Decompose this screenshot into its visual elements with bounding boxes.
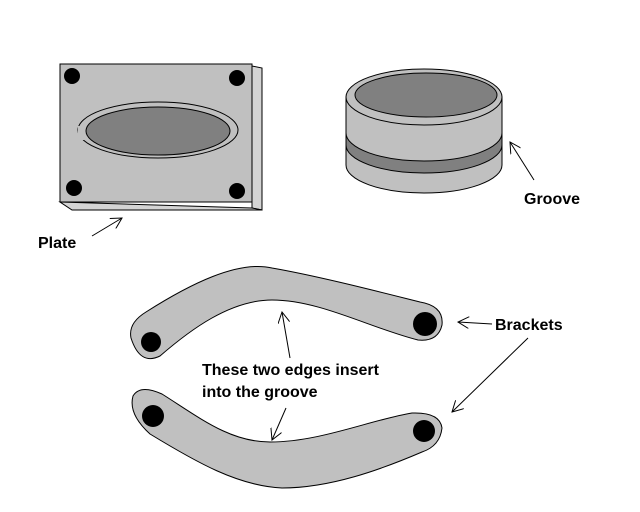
brackets-arrow-upper — [458, 322, 493, 324]
plate-bolt-hole — [229, 70, 245, 86]
edges-note-line1: These two edges insert — [202, 362, 380, 379]
plate-side-face — [251, 65, 263, 211]
bracket-hole — [142, 405, 164, 427]
plate-arrow — [91, 218, 122, 237]
cylinder-groove-band — [345, 132, 503, 174]
brackets-arrow-lower — [452, 337, 529, 412]
bracket-hole — [141, 332, 161, 352]
edges-note-line2: into the groove — [202, 384, 318, 401]
plate-label: Plate — [38, 235, 76, 252]
groove-arrow — [510, 142, 535, 181]
plate-groove-lip — [78, 126, 84, 140]
plate-recess — [85, 106, 231, 156]
groove-label: Groove — [524, 191, 580, 208]
plate-bottom-face — [58, 201, 263, 211]
plate-bolt-hole — [64, 68, 80, 84]
edge-arrow-lower — [272, 407, 287, 440]
plate-bolt-hole — [66, 180, 82, 196]
plate-drawing — [58, 63, 263, 211]
plate-bolt-hole — [229, 183, 245, 199]
edge-arrow-upper — [282, 312, 291, 359]
cylinder-recess — [354, 72, 498, 118]
lower-bracket — [131, 389, 443, 489]
bracket-hole — [413, 420, 435, 442]
upper-bracket — [130, 266, 443, 360]
brackets-drawing — [130, 266, 443, 489]
bracket-hole — [413, 312, 437, 336]
brackets-label: Brackets — [495, 317, 563, 334]
cylinder-drawing — [345, 68, 503, 194]
